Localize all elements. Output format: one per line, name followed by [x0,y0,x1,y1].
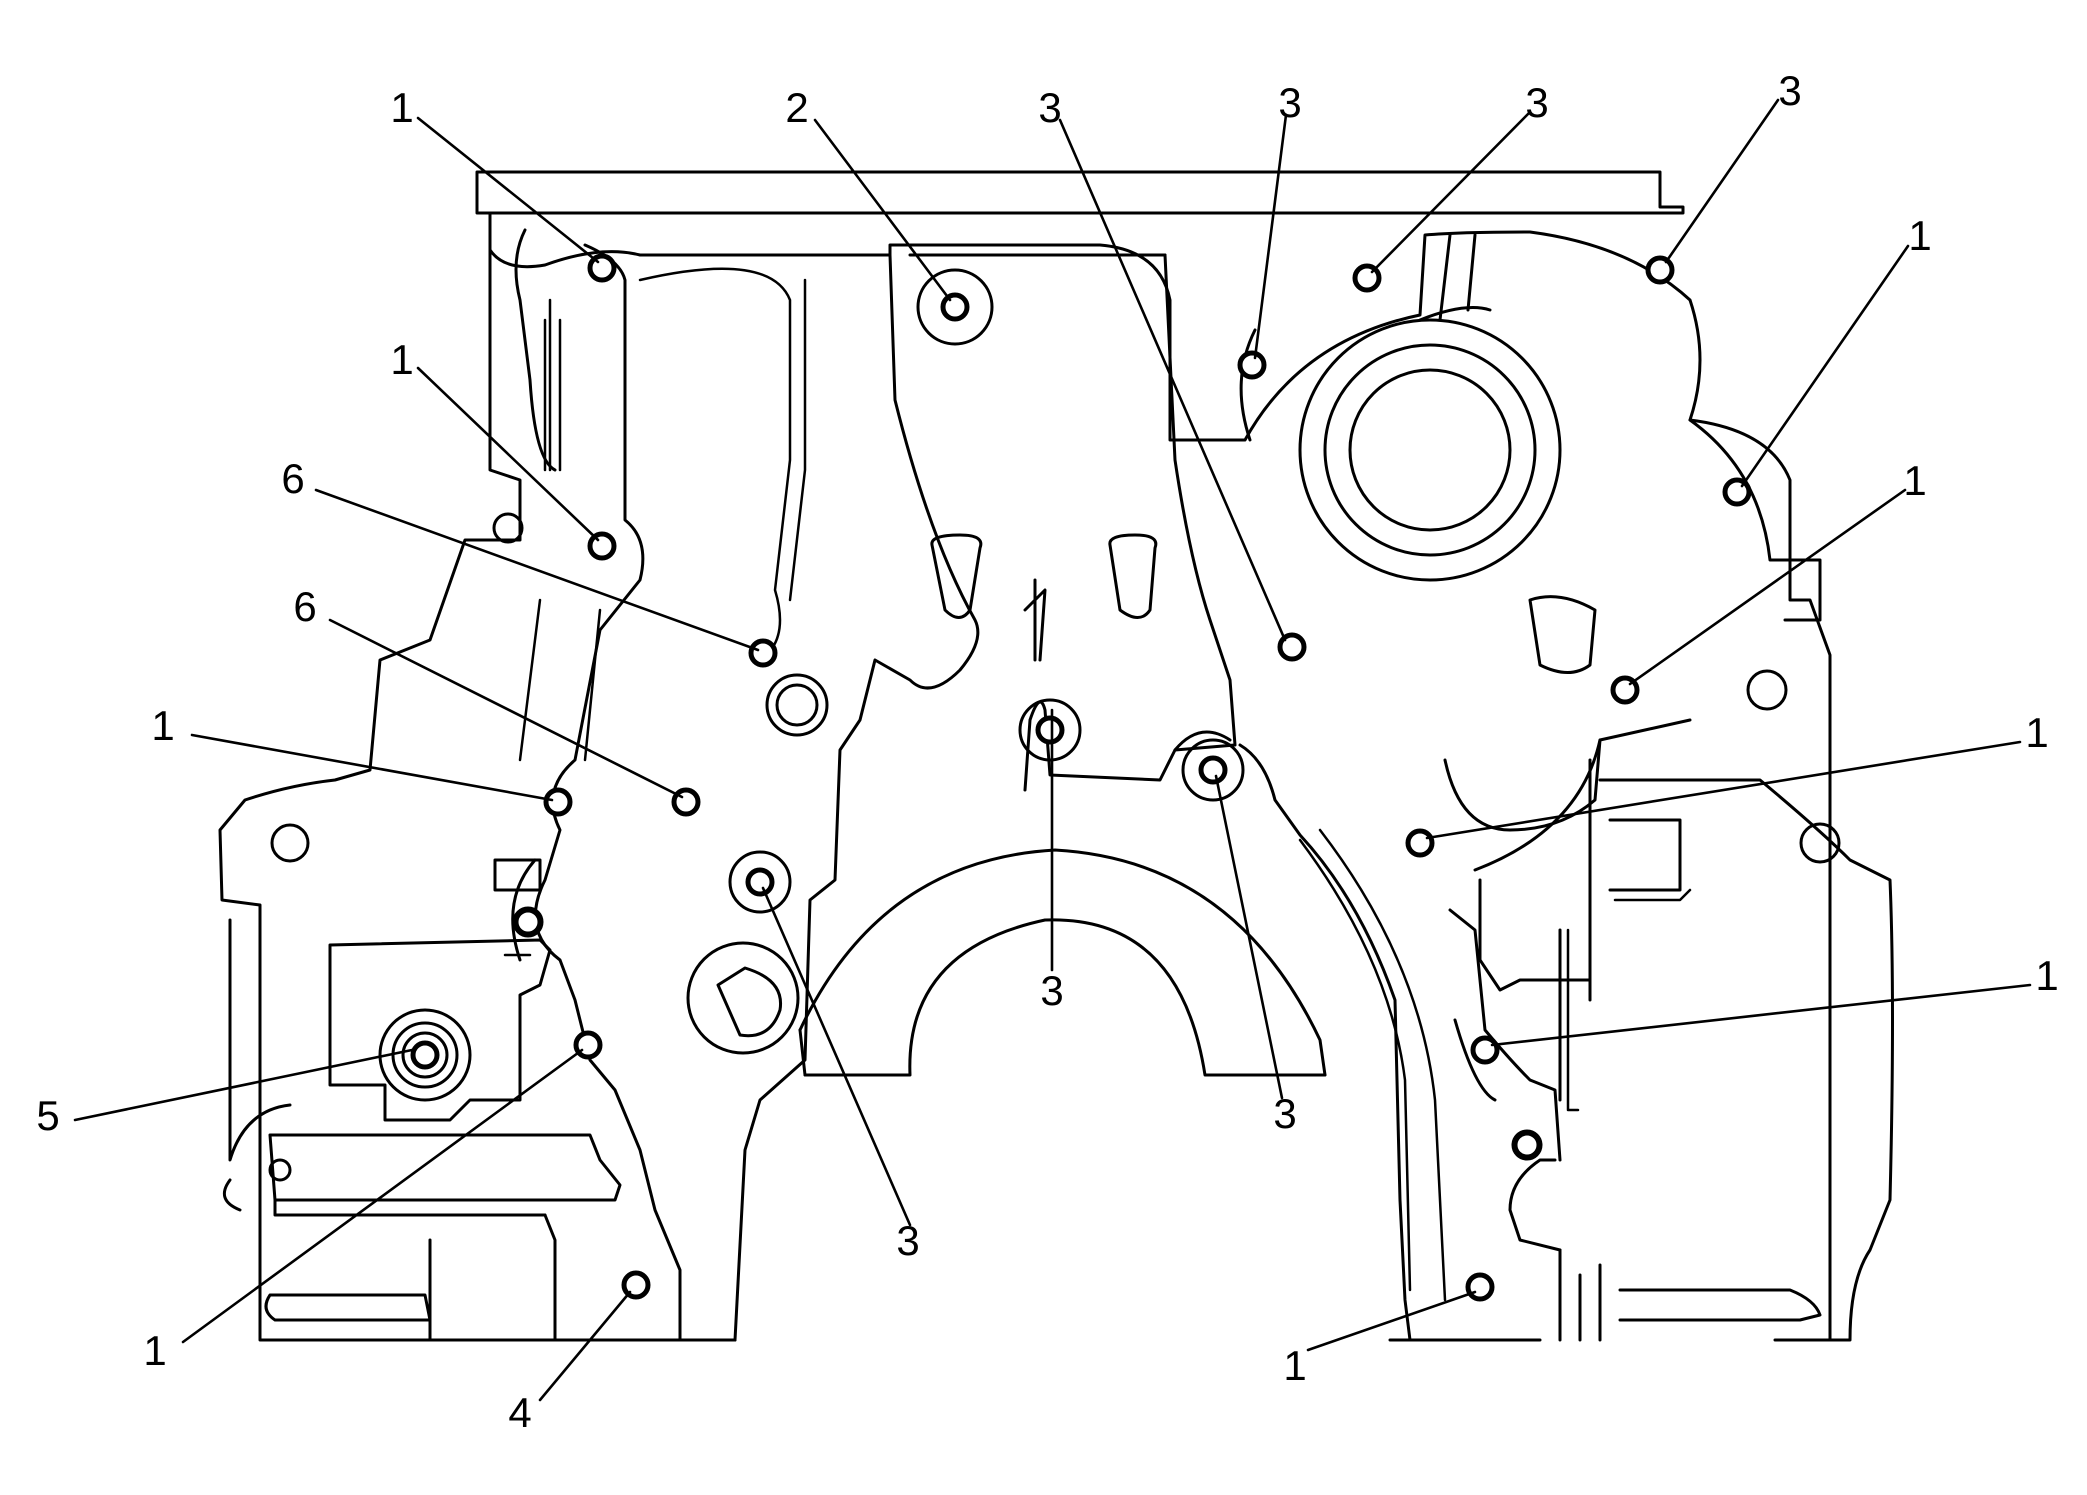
leader-line [1058,118,1287,642]
callout-label: 1 [390,84,413,131]
callout-label: 6 [293,583,316,630]
callout-label: 3 [1278,79,1301,126]
bolt-hole [1277,632,1307,662]
leader-line [181,1048,584,1344]
bolt-hole [513,907,543,937]
bolt-hole [1470,1035,1500,1065]
leader-line [538,1290,632,1402]
callout-label: 3 [1038,84,1061,131]
leader-line [1490,983,2032,1047]
callout-label: 3 [896,1217,919,1264]
bolt-hole [745,867,775,897]
leader-line [761,886,912,1227]
leader-line [1253,113,1288,360]
callout-label: 1 [390,336,413,383]
callout-label: 3 [1525,79,1548,126]
leader-line [1370,110,1532,274]
callout-label: 1 [1908,212,1931,259]
leader-line [190,733,554,802]
bolt-hole [1035,715,1065,745]
leader-line [328,618,684,799]
leader-line [1740,244,1910,488]
engine-block-outline [218,170,1894,1342]
leader-line [1628,488,1907,686]
leader-line [416,366,600,542]
callout-label: 5 [36,1092,59,1139]
leader-line [813,118,952,302]
bolt-hole [1405,828,1435,858]
callout-label: 1 [143,1327,166,1374]
bolt-hole [587,531,617,561]
callout-label: 4 [508,1389,531,1436]
bolt-hole [1722,477,1752,507]
callout-label: 1 [151,702,174,749]
callout-label: 1 [1903,457,1926,504]
callout-label: 3 [1040,967,1063,1014]
bolt-hole [940,292,970,322]
callout-label: 6 [281,455,304,502]
bolt-hole [1198,755,1228,785]
fastener-holes [410,253,1752,1302]
bolt-hole [410,1040,440,1070]
callout-label: 1 [2035,952,2058,999]
leader-line [1664,98,1780,264]
callout-label: 1 [2025,709,2048,756]
bolt-hole [1237,350,1267,380]
callout-label: 3 [1778,67,1801,114]
callout-labels: 1 1 6 6 1 5 1 4 2 3 3 3 3 3 3 3 1 1 1 1 … [36,67,2058,1436]
leader-line [1214,774,1284,1100]
bolt-hole [748,638,778,668]
callout-label: 1 [1283,1342,1306,1389]
bolt-hole [1465,1272,1495,1302]
leader-line [314,488,760,652]
leader-line [73,1048,414,1122]
leader-line [1425,740,2022,840]
bolt-hole [1512,1130,1542,1160]
callout-label: 2 [785,84,808,131]
leader-line [416,116,600,264]
bolt-hole [1645,255,1675,285]
leader-line [1306,1290,1477,1352]
callout-label: 3 [1273,1090,1296,1137]
bolt-hole [543,787,573,817]
bolt-hole [573,1030,603,1060]
leader-lines [73,98,2032,1402]
